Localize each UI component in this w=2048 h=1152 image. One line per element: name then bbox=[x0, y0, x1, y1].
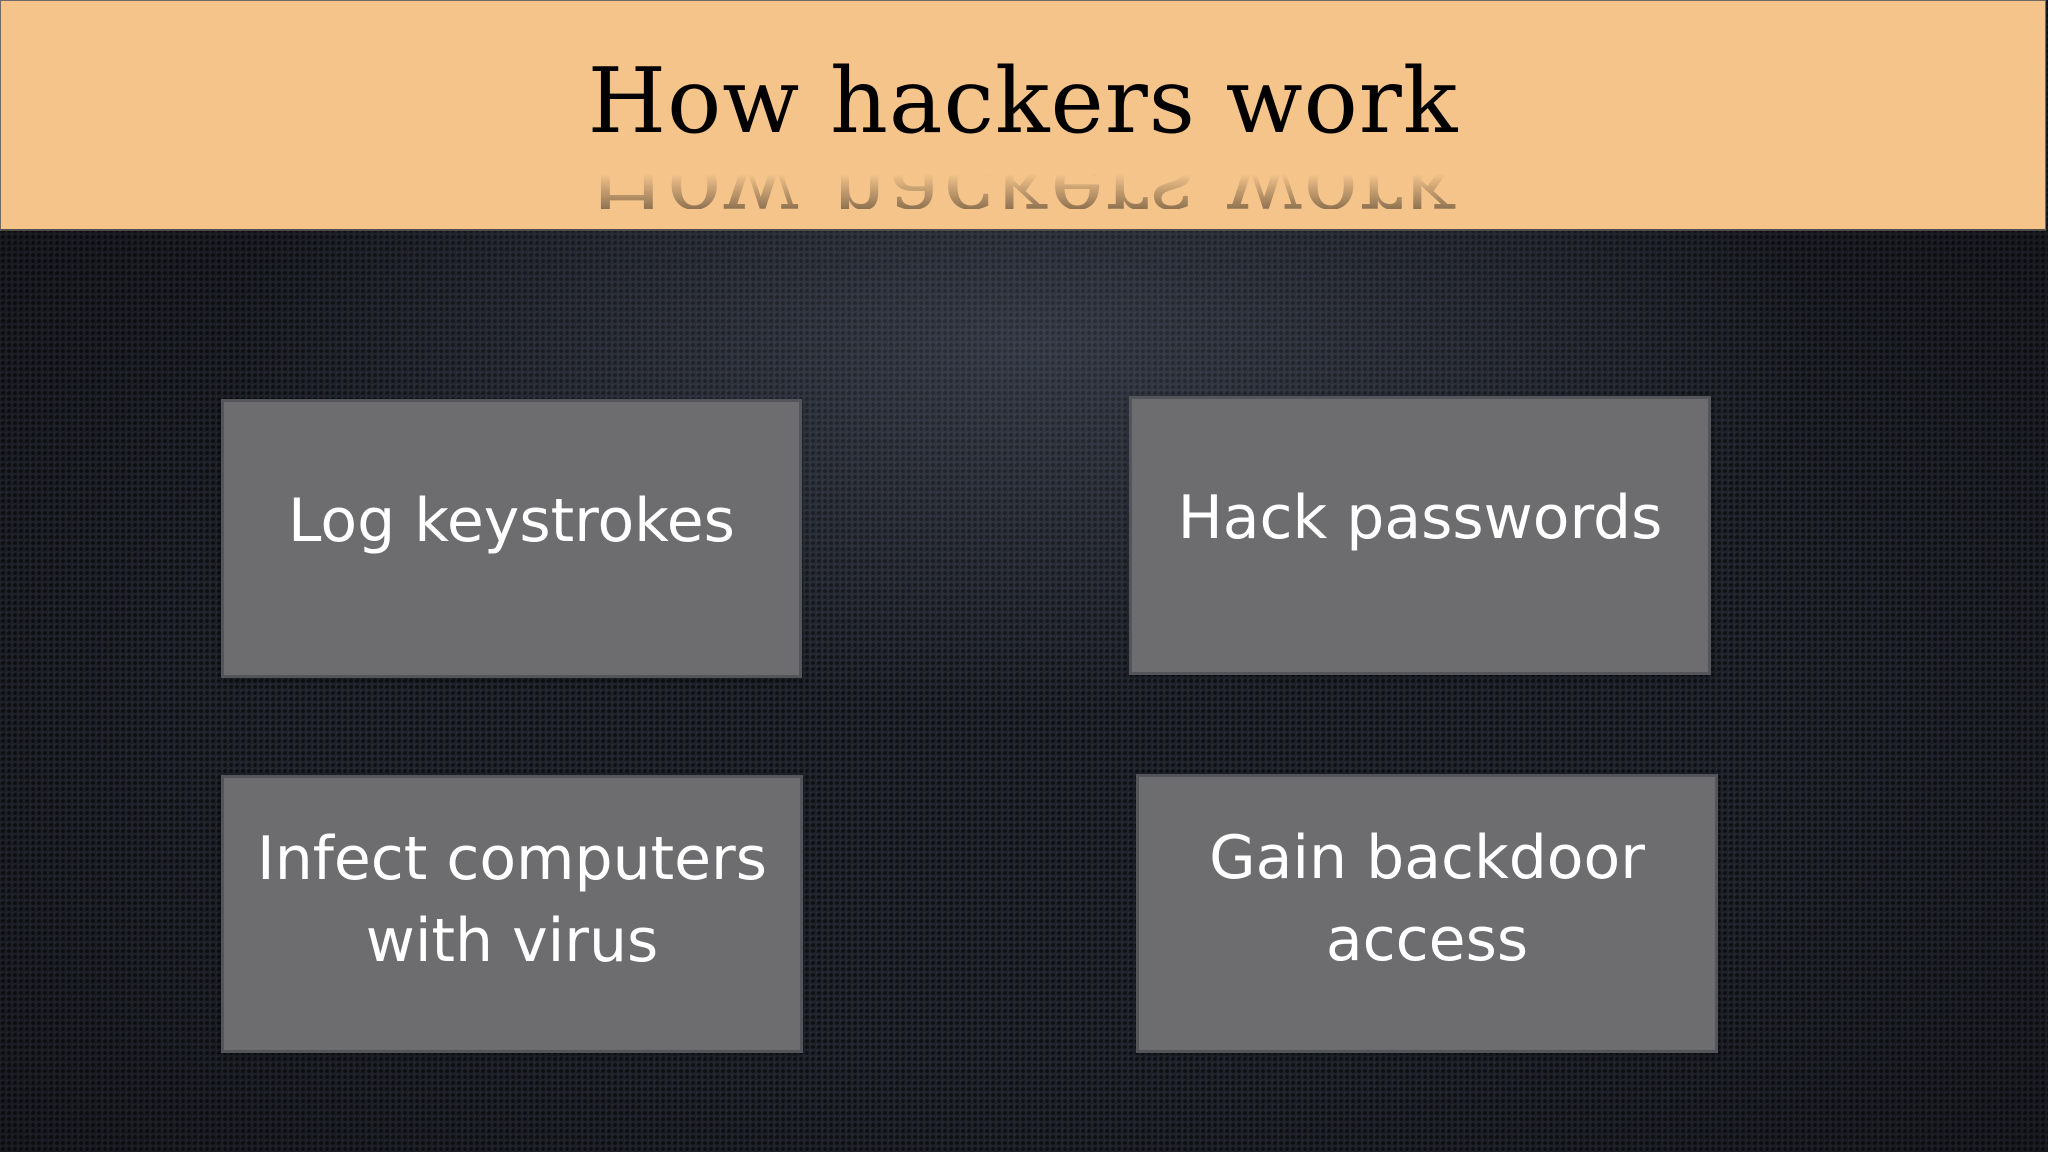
card-label: Log keystrokes bbox=[288, 486, 735, 556]
card-gain-backdoor-access: Gain backdoor access bbox=[1136, 774, 1718, 1053]
card-hack-passwords: Hack passwords bbox=[1129, 396, 1711, 675]
title-reflection: How hackers work bbox=[1, 147, 2045, 209]
card-log-keystrokes: Log keystrokes bbox=[221, 399, 802, 678]
title-wrap: How hackers work bbox=[1, 57, 2045, 147]
title-bar: How hackers work How hackers work bbox=[0, 0, 2046, 231]
card-label: Gain backdoor access bbox=[1209, 823, 1645, 975]
card-label: Hack passwords bbox=[1177, 483, 1663, 553]
card-infect-computers: Infect computers with virus bbox=[221, 775, 803, 1053]
slide-title: How hackers work bbox=[587, 49, 1459, 154]
card-label: Infect computers with virus bbox=[257, 824, 767, 976]
title-reflection-text: How hackers work bbox=[587, 147, 1459, 209]
